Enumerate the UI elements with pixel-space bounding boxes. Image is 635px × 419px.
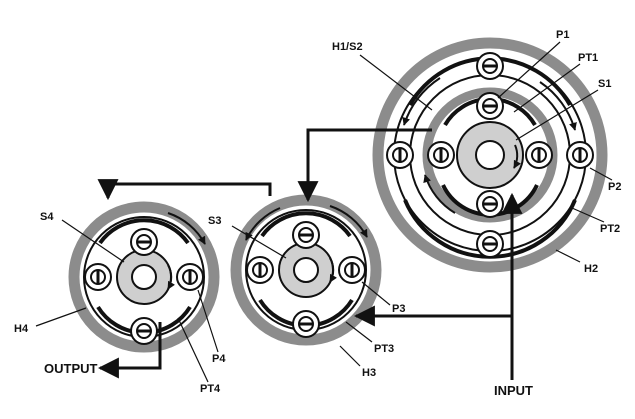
carrier-pt3-arc-top [260, 211, 352, 238]
sun-s4-bore [131, 264, 157, 290]
leader-h2 [555, 249, 581, 263]
label-pt3: PT3 [374, 343, 394, 355]
label-s3: S3 [208, 215, 221, 227]
leader-pt4 [177, 317, 209, 383]
rotation-arrow [402, 77, 441, 126]
leader-h3 [339, 345, 361, 367]
rotation-arrow [245, 207, 281, 241]
sun-s3-bore [293, 257, 319, 283]
housing-h2 [372, 37, 608, 273]
leader-p4 [197, 289, 219, 353]
leader-pt2 [571, 207, 605, 223]
output-shaft-line [97, 322, 162, 379]
rotation-arrow [329, 205, 368, 238]
rotation-arrow [329, 257, 338, 283]
leader-p2 [589, 167, 613, 181]
rotation-arrow [423, 174, 456, 214]
planet-gear [476, 52, 504, 80]
stage-1-gearset [372, 37, 608, 273]
carrier-pt4-arc-top [98, 218, 190, 245]
stage2-to-stage3-line [97, 179, 272, 201]
rotation-arrow [513, 144, 521, 169]
label-p3: P3 [392, 303, 405, 315]
planet-gear [292, 310, 320, 338]
label-h3: H3 [362, 367, 376, 379]
label-p2: P2 [608, 181, 621, 193]
planet-gear [566, 141, 594, 169]
label-pt2: PT2 [600, 223, 620, 235]
rotation-arrow [167, 212, 206, 245]
planet-gear [476, 230, 504, 258]
leader-h4 [35, 307, 87, 327]
label-p4: P4 [212, 353, 226, 365]
planet-gear [176, 263, 204, 291]
leader-s1 [515, 89, 599, 141]
label-pt4: PT4 [200, 383, 221, 395]
planet-gear [246, 256, 274, 284]
label-h4: H4 [14, 323, 29, 335]
leader-h1s2 [359, 54, 433, 111]
leader-pt1 [513, 63, 581, 113]
label-p1: P1 [556, 29, 569, 41]
planet-gear [338, 256, 366, 284]
label-pt1: PT1 [578, 52, 598, 64]
planet-gear [476, 92, 504, 120]
rotation-arrow [539, 81, 577, 131]
label-input: INPUT [494, 383, 533, 398]
planet-gear [84, 263, 112, 291]
label-h1s2: H1/S2 [332, 41, 363, 53]
planet-gear [292, 221, 320, 249]
leader-s3 [231, 225, 287, 259]
label-s1: S1 [598, 78, 611, 90]
stage1-to-stage2-line [297, 128, 432, 203]
leader-p1 [497, 41, 561, 99]
planet-gear [130, 317, 158, 345]
rotation-arrow [167, 264, 176, 290]
label-s4: S4 [40, 211, 54, 223]
leader-p3 [361, 281, 391, 306]
housing-h4 [68, 201, 220, 353]
planet-gear [427, 141, 455, 169]
leader-pt3 [345, 321, 373, 343]
planet-gear [525, 141, 553, 169]
stage-2-gearset [230, 194, 382, 346]
planet-gear [386, 141, 414, 169]
sun-s1-bore [475, 140, 505, 170]
planet-gear [130, 228, 158, 256]
stage-3-gearset [68, 201, 220, 353]
planet-gear [476, 190, 504, 218]
leader-s4 [61, 219, 125, 263]
label-h2: H2 [584, 263, 598, 275]
label-output: OUTPUT [44, 361, 98, 376]
